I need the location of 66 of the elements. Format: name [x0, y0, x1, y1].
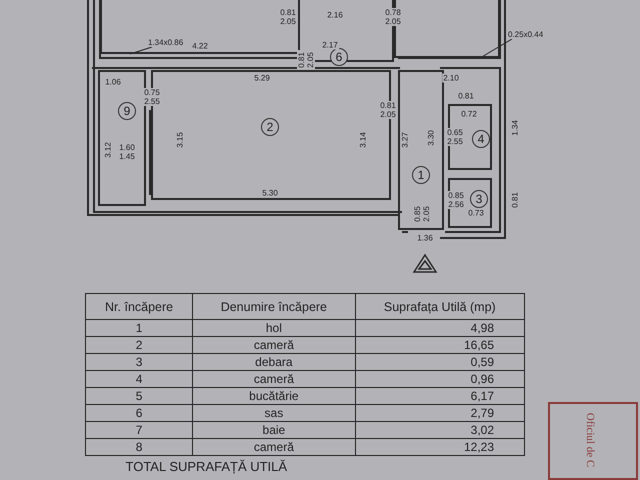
room-name: cameră [192, 438, 356, 456]
room-number: 6 [330, 48, 348, 66]
room-name: bucătărie [192, 388, 356, 404]
area-value: 16,65 [355, 336, 524, 354]
area-value: 4,98 [355, 320, 524, 336]
room-number: 1 [86, 320, 193, 336]
room-name: baie [192, 422, 356, 438]
dimension-label: 1.36 [416, 234, 434, 242]
dimension-label: 0.81 2.05 [297, 50, 315, 70]
area-value: 2,79 [355, 404, 524, 422]
window-dimension: 1.34x0.86 [148, 38, 184, 47]
dimension-label: 0.81 2.05 [378, 101, 398, 119]
dimension-label: 3.30 [426, 129, 436, 147]
dimension-label: 3.15 [176, 131, 184, 149]
dimension-label: 0.78 2.05 [383, 8, 403, 26]
dimension-label: 0.81 [457, 92, 475, 100]
column-header: Denumire încăpere [192, 294, 356, 320]
dimension-label: 2.10 [442, 74, 460, 82]
dimension-label: 0.72 [460, 110, 478, 118]
room-number: 2 [86, 336, 193, 354]
area-value: 0,96 [355, 370, 524, 388]
room-number: 3 [470, 190, 488, 208]
area-value: 6,17 [355, 388, 524, 404]
dimension-label: 0.73 [467, 208, 485, 218]
room-number: 7 [86, 422, 193, 438]
dimension-label: 0.65 2.55 [445, 128, 465, 146]
dimension-label: 4.22 [191, 42, 209, 50]
dimension-label: 5.30 [261, 188, 279, 198]
total-label: TOTAL SUPRAFAȚĂ UTILĂ [86, 456, 524, 478]
stamp-text: Oficiul de C [584, 412, 596, 468]
room-number: 1 [412, 166, 430, 184]
room-number: 9 [118, 102, 136, 120]
dimension-label: 3.14 [358, 131, 368, 149]
room-number: 6 [86, 404, 193, 422]
dimension-label: 2.17 [321, 40, 339, 50]
window-dimension: 0.25x0.44 [508, 30, 544, 39]
dimension-label: 1.34 [510, 119, 520, 137]
room-number: 4 [472, 130, 490, 148]
room-number: 8 [86, 438, 193, 456]
dimension-label: 5.29 [253, 74, 271, 82]
leader-line [130, 46, 152, 54]
room-name: debara [192, 354, 356, 370]
dimension-label: 0.81 2.05 [278, 8, 298, 26]
dimension-label: 3.27 [400, 131, 410, 149]
dimension-label: 3.12 [104, 141, 112, 159]
dimension-label: 0.75 2.55 [142, 88, 162, 106]
room-name: cameră [192, 370, 356, 388]
room-name: hol [192, 320, 356, 336]
column-header: Suprafața Utilă (mp) [355, 294, 524, 320]
area-value: 3,02 [355, 422, 524, 438]
area-value: 0,59 [355, 354, 524, 370]
dimension-label: 0.85 2.56 [446, 191, 466, 209]
leader-line [480, 38, 512, 58]
room-name: sas [192, 404, 356, 422]
room-number: 3 [86, 354, 193, 370]
column-header: Nr. încăpere [86, 294, 193, 320]
room-number: 4 [86, 370, 193, 388]
room-name: cameră [192, 336, 356, 354]
room-number: 2 [261, 118, 279, 136]
dimension-label: 1.60 1.45 [117, 143, 137, 161]
dimension-label: 0.85 2.05 [413, 204, 431, 224]
dimension-label: 2.16 [326, 10, 344, 20]
dimension-label: 0.81 [510, 191, 520, 209]
room-number: 5 [86, 388, 193, 404]
area-value: 12,23 [355, 438, 524, 456]
dimension-label: 1.06 [104, 78, 122, 86]
